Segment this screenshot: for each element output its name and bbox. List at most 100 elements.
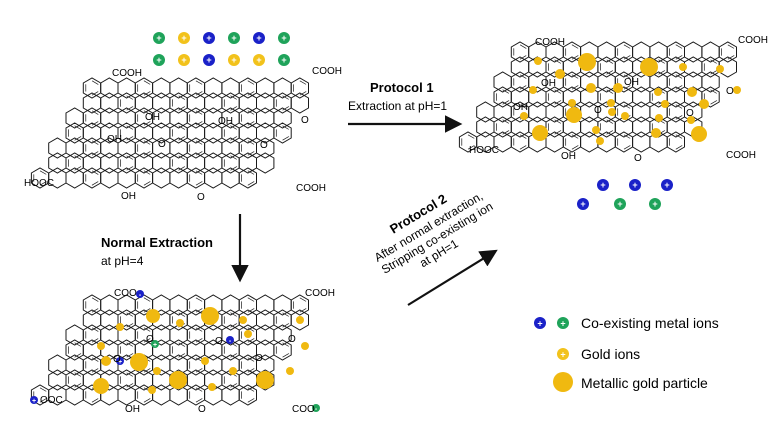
ion-marker: + [629,179,641,191]
hexagon-ring [632,86,651,108]
double-bond-hint [223,312,238,328]
ion-marker: + [577,198,589,210]
hexagon-ring [82,122,102,144]
double-bond-hint [223,155,238,171]
oh-label: OH [107,134,122,145]
svg-text:-: - [315,406,318,413]
ion-marker: + [203,32,215,44]
hexagon-ring [256,294,275,316]
hexagon-ring [256,324,275,346]
hexagon-ring [134,122,154,144]
protocol2-label-group: Protocol 2 After normal extraction, Stri… [372,189,496,277]
hexagon-ring [273,339,292,361]
epoxide-o-label: O [255,353,263,364]
double-bond-hint [513,74,527,90]
metallic-gold-particle [93,378,109,394]
hexagon-ring [100,92,119,114]
double-bond-hint [137,170,151,186]
ooc-label: OOC [40,395,63,406]
hexagon-ring [632,101,651,123]
oh-label: OH [121,191,136,202]
hexagon-ring [528,101,547,123]
hexagon-ring [65,354,84,376]
ion-marker: + [178,32,190,44]
legend-gold-ion-icon: + [557,348,569,360]
hexagon-ring [290,294,309,316]
metallic-gold-particle [176,319,184,327]
hexagon-ring [256,309,275,331]
hexagon-ring [186,152,206,174]
hexagon-ring [221,167,240,189]
metallic-gold-particle [244,330,252,338]
hexagon-ring [256,92,275,114]
svg-text:+: + [632,180,637,190]
hexagon-ring [562,56,582,78]
svg-text:+: + [231,33,236,43]
double-bond-hint [513,104,527,120]
double-bond-hint [68,372,82,388]
double-bond-hint [600,59,614,75]
double-bond-hint [496,89,510,105]
svg-text:-: - [229,338,232,345]
legend-metallic-gold-icon [553,372,573,392]
hexagon-ring [221,77,240,99]
ion-marker: + [228,54,240,66]
metallic-gold-particle [239,316,247,324]
hexagon-ring [238,369,257,391]
double-bond-hint [137,387,151,403]
hexagon-ring [152,152,171,174]
epoxide-o-label: O [113,354,121,365]
double-bond-hint [496,119,510,135]
epoxide-o-label: O [726,86,734,97]
ion-marker: + [178,54,190,66]
cooh-label: COOH [112,68,142,79]
svg-text:+: + [206,33,211,43]
hexagon-ring [169,324,188,346]
ion-marker: + [278,32,290,44]
hexagon-ring [48,354,67,376]
metallic-gold-particle [691,126,707,142]
legend-co-existing-label: Co-existing metal ions [581,315,719,331]
hexagon-ring [134,92,154,114]
hexagon-ring [597,41,616,63]
co-existing-and-gold-ions-initial: ++++++++++++ [153,32,290,66]
svg-text:+: + [32,398,36,405]
metallic-gold-particle [566,107,582,123]
double-bond-hint [137,357,151,373]
hooc-label: HOOC [24,178,54,189]
hexagon-ring [186,122,206,144]
legend-green-ion-icon: + [557,317,569,329]
metallic-gold-particle [578,53,596,71]
legend: + + Co-existing metal ions + Gold ions M… [534,315,719,392]
hexagon-ring [493,71,512,93]
metallic-gold-particle [208,383,216,391]
hexagon-ring [48,137,67,159]
hexagon-ring [256,77,275,99]
hexagon-ring [545,101,564,123]
metallic-gold-particle [716,65,724,73]
graphene-oxide-sheet-protocol1 [458,41,737,153]
double-bond-hint [137,327,151,343]
hexagon-ring [100,77,119,99]
double-bond-hint [600,89,614,105]
double-bond-hint [241,327,255,343]
metallic-gold-particle [296,316,304,324]
oh-label: OH [541,78,556,89]
hexagon-ring [65,107,84,129]
metallic-gold-particle [733,86,741,94]
svg-text:+: + [181,55,186,65]
hexagon-ring [273,107,292,129]
metallic-gold-particle [229,367,237,375]
metallic-gold-particle [101,356,111,366]
hexagon-ring [510,56,530,78]
hexagon-ring [273,77,292,99]
metallic-gold-particle [116,323,124,331]
legend-blue-ion-icon: + [534,317,546,329]
hexagon-ring [221,384,240,406]
oh-label: OH [513,102,528,113]
double-bond-hint [137,110,151,126]
metallic-gold-particle [592,126,600,134]
hexagon-ring [152,92,171,114]
double-bond-hint [241,140,255,156]
double-bond-hint [513,134,527,150]
